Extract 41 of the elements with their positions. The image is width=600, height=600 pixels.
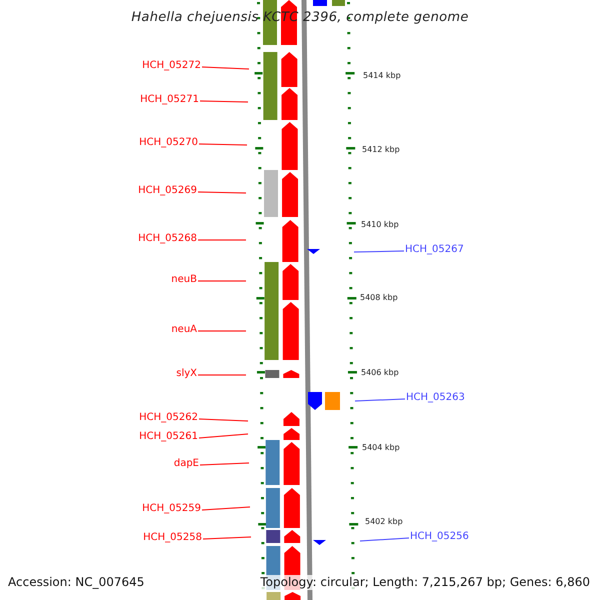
position-label: 5402 kbp — [365, 517, 403, 527]
leader-line — [198, 144, 248, 146]
position-label: 5406 kbp — [361, 368, 399, 378]
leader-line — [200, 462, 250, 466]
genome-info-text: Accession: NC_007645 — [8, 575, 144, 590]
gene-label: slyX — [176, 368, 197, 380]
gene-label: neuA — [171, 324, 197, 336]
leader-line — [198, 418, 248, 422]
gene-label: HCH_05269 — [138, 185, 197, 197]
leader-line — [360, 538, 410, 542]
leader-line — [354, 250, 404, 252]
gene-label: dapE — [174, 458, 199, 470]
leader-line — [198, 374, 246, 376]
leader-line — [354, 398, 406, 402]
chart-title: Hahella chejuensis KCTC 2396, complete genome — [130, 10, 470, 25]
gene-label: HCH_05272 — [142, 60, 201, 72]
gene-label: HCH_05256 — [410, 531, 469, 543]
genome-info-text: Topology: circular; Length: 7,215,267 bp; Genes: 6,860 — [260, 575, 590, 590]
position-label: 5410 kbp — [361, 220, 399, 230]
gene-label: HCH_05262 — [139, 412, 198, 424]
leader-line — [202, 66, 250, 70]
gene-label: HCH_05258 — [143, 532, 202, 544]
gene-label: neuB — [171, 274, 197, 286]
gene-label: HCH_05271 — [140, 94, 199, 106]
gene-label: HCH_05263 — [406, 392, 465, 404]
gene-label: HCH_05270 — [139, 137, 198, 149]
leader-line — [202, 536, 252, 540]
gene-label: HCH_05259 — [142, 503, 201, 515]
leader-line — [198, 330, 246, 332]
leader-line — [198, 192, 246, 194]
position-label: 5408 kbp — [360, 293, 398, 303]
leader-line — [202, 506, 250, 510]
position-label: 5404 kbp — [362, 443, 400, 453]
leader-line — [198, 434, 248, 438]
position-label: 5414 kbp — [363, 71, 401, 81]
leader-line — [200, 100, 248, 102]
gene-label: HCH_05261 — [139, 431, 198, 443]
leader-line — [198, 280, 246, 282]
gene-label: HCH_05268 — [138, 233, 197, 245]
position-label: 5412 kbp — [362, 145, 400, 155]
gene-label: HCH_05267 — [405, 244, 464, 256]
